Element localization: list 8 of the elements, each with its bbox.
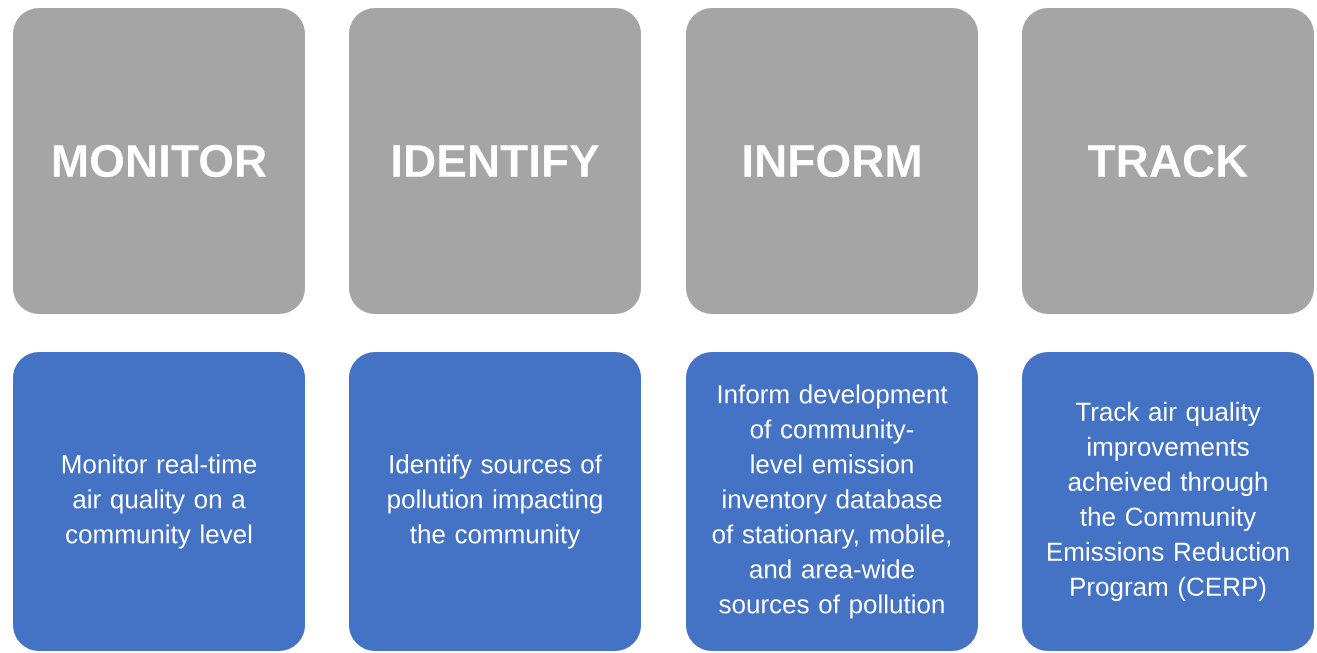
description-card: Identify sources of pollution impacting the community (349, 352, 641, 651)
heading-card: TRACK (1022, 8, 1314, 314)
heading-card: INFORM (686, 8, 978, 314)
description-card: Track air quality improvements acheived through the Community Emissions Reduction Program (CERP) (1022, 352, 1314, 651)
heading-card: MONITOR (13, 8, 305, 314)
description-card: Monitor real-time air quality on a community level (13, 352, 305, 651)
description-card: Inform development of community-level emission inventory database of stationary, mobile, and area-wide sources of pollution (686, 352, 978, 651)
heading-card: IDENTIFY (349, 8, 641, 314)
